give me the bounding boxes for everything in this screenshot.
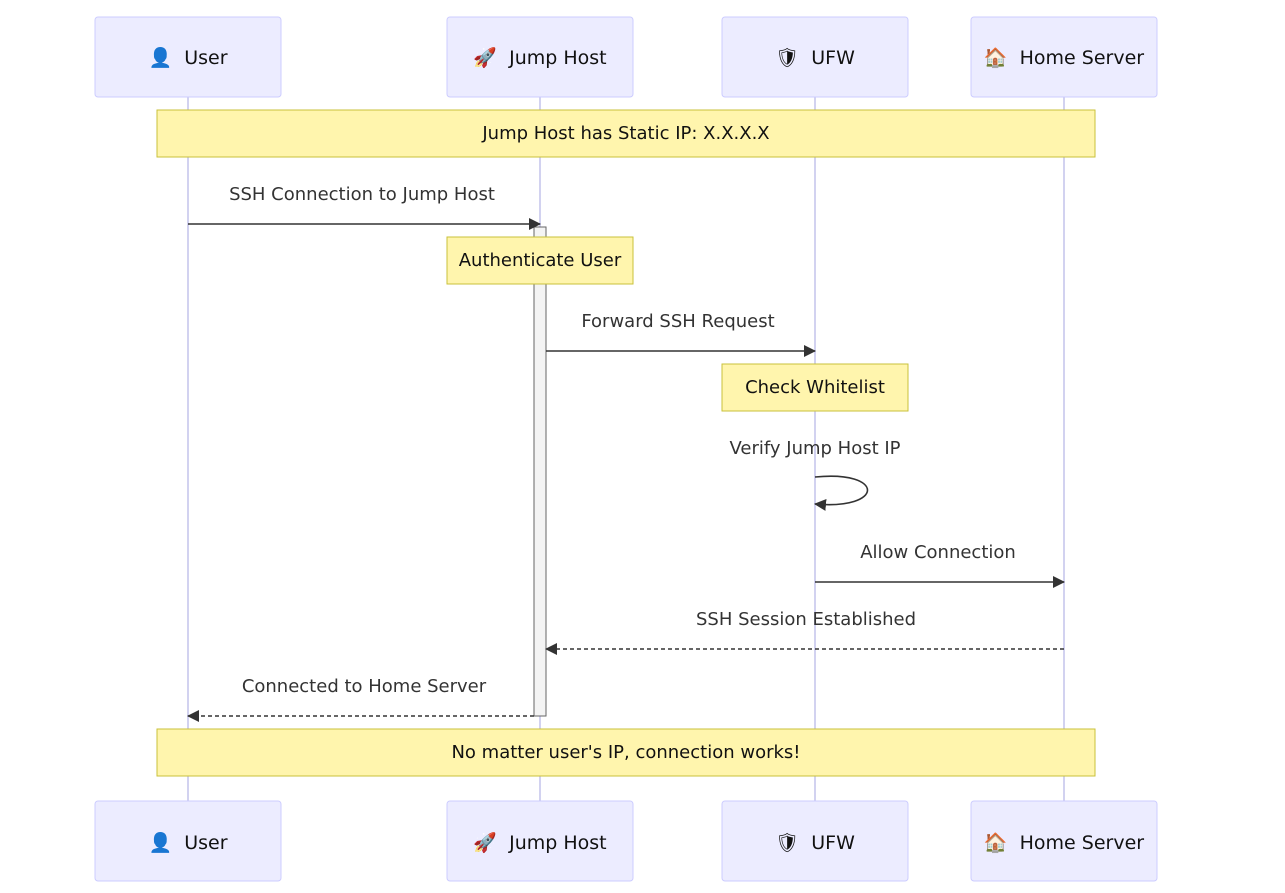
self-loop-arrow (814, 475, 869, 511)
actor-user-bottom: 👤 User (94, 800, 282, 882)
actor-home-server-bottom: 🏠 Home Server (970, 800, 1158, 882)
message-label: Allow Connection (860, 542, 1016, 563)
svg-text:🏠 Home Server: 🏠 Home Server (984, 832, 1144, 854)
note-text: No matter user's IP, connection works! (451, 742, 800, 763)
rocket-icon: 🚀 (473, 831, 497, 854)
note-check-whitelist: Check Whitelist (721, 363, 909, 412)
message-label: SSH Session Established (696, 609, 916, 630)
message-label: Forward SSH Request (581, 311, 774, 332)
message-connected: Connected to Home Server (187, 676, 534, 722)
actor-label: Home Server (1020, 832, 1145, 854)
actor-label: UFW (811, 832, 855, 854)
note-authenticate-user: Authenticate User (446, 236, 634, 285)
note-text: Authenticate User (459, 250, 622, 271)
actor-jump-host-top: 🚀 Jump Host (446, 16, 634, 98)
actor-label: Jump Host (508, 832, 607, 854)
svg-text:🏠 Home Server: 🏠 Home Server (984, 47, 1144, 69)
message-ssh-connection: SSH Connection to Jump Host (188, 184, 541, 230)
note-static-ip: Jump Host has Static IP: X.X.X.X (156, 109, 1096, 158)
house-icon: 🏠 (984, 47, 1008, 69)
svg-text:🚀 Jump Host: 🚀 Jump Host (473, 46, 606, 69)
shield-icon: 🛡 (775, 47, 799, 69)
house-icon: 🏠 (984, 832, 1008, 854)
svg-text:👤 User: 👤 User (148, 46, 227, 69)
activation-bar-jump-host (533, 226, 547, 717)
svg-text:🚀 Jump Host: 🚀 Jump Host (473, 831, 606, 854)
message-label: Verify Jump Host IP (729, 438, 900, 459)
svg-text:👤 User: 👤 User (148, 831, 227, 854)
person-icon: 👤 (148, 831, 172, 854)
actor-label: User (184, 47, 227, 69)
note-text: Jump Host has Static IP: X.X.X.X (481, 123, 769, 144)
actor-ufw-top: 🛡 UFW (721, 16, 909, 98)
message-session-established: SSH Session Established (545, 609, 1064, 655)
message-label: Connected to Home Server (242, 676, 487, 697)
message-allow-connection: Allow Connection (815, 542, 1065, 588)
actor-jump-host-bottom: 🚀 Jump Host (446, 800, 634, 882)
message-verify-ip: Verify Jump Host IP (729, 438, 901, 511)
message-forward-request: Forward SSH Request (546, 311, 816, 357)
person-icon: 👤 (148, 46, 172, 69)
actor-home-server-top: 🏠 Home Server (970, 16, 1158, 98)
actor-label: UFW (811, 47, 855, 69)
rocket-icon: 🚀 (473, 46, 497, 69)
message-label: SSH Connection to Jump Host (229, 184, 495, 205)
shield-icon: 🛡 (775, 832, 799, 854)
note-text: Check Whitelist (745, 377, 885, 398)
actor-label: Jump Host (508, 47, 607, 69)
actor-label: User (184, 832, 227, 854)
actor-label: Home Server (1020, 47, 1145, 69)
actor-ufw-bottom: 🛡 UFW (721, 800, 909, 882)
svg-text:🛡 UFW: 🛡 UFW (775, 47, 855, 69)
note-conclusion: No matter user's IP, connection works! (156, 728, 1096, 777)
svg-text:🛡 UFW: 🛡 UFW (775, 832, 855, 854)
actor-user-top: 👤 User (94, 16, 282, 98)
